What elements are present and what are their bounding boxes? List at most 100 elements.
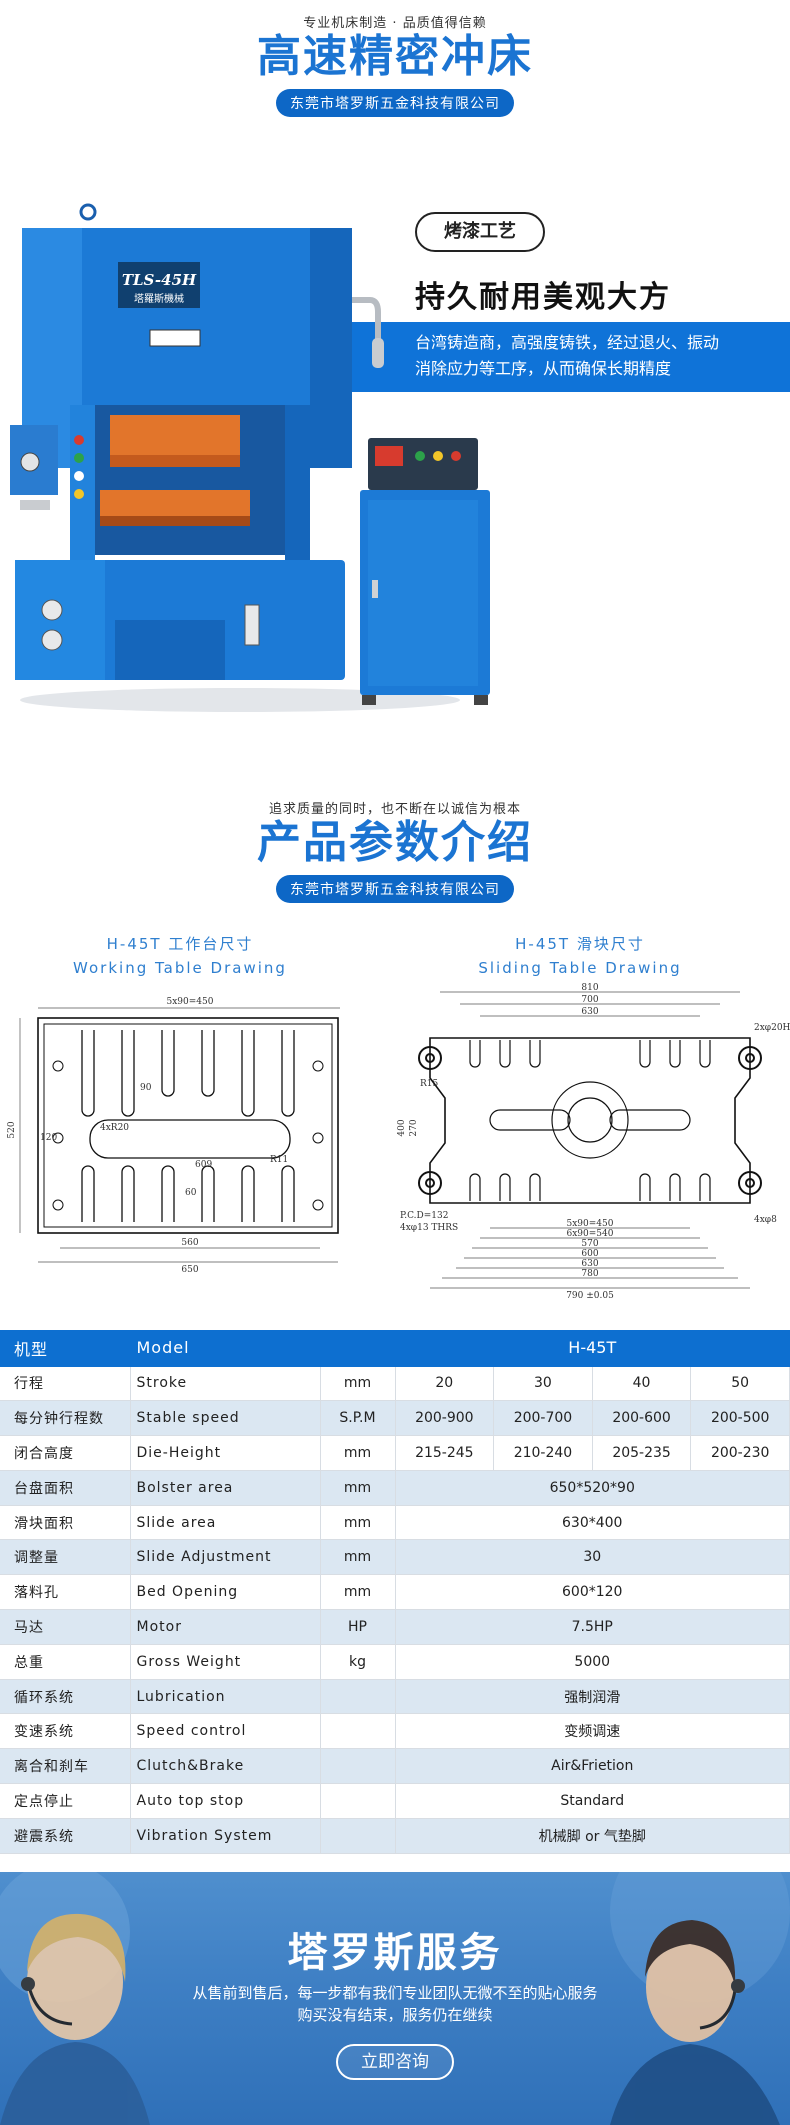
spec-name-en: Bolster area (130, 1470, 321, 1506)
spec-name-en: Gross Weight (130, 1644, 321, 1680)
spec-value: 215-245 (395, 1435, 495, 1471)
service-banner-background (0, 1872, 790, 2125)
drawings-section: H-45T 工作台尺寸 Working Table Drawing H-45T … (0, 920, 790, 1310)
spec-value: Standard (395, 1783, 790, 1819)
spec-value: 机械脚 or 气垫脚 (395, 1818, 790, 1854)
st-dim-b7: 790 ±0.05 (566, 1291, 614, 1301)
service-title: 塔罗斯服务 (287, 1930, 503, 1976)
spec-unit: mm (320, 1574, 396, 1611)
spec-unit: S.P.M (320, 1400, 396, 1437)
spec-name-cn: 变速系统 (0, 1713, 131, 1750)
st-dim-b6: 780 (581, 1269, 598, 1279)
spec-name-cn: 行程 (0, 1366, 131, 1402)
st-dim-b1: 5x90=450 (567, 1219, 614, 1229)
feature-title: 持久耐用美观大方 (415, 280, 671, 315)
wt-dim-r11: R11 (270, 1155, 288, 1165)
spec-value: 200-600 (592, 1400, 692, 1437)
st-dim-left2: 270 (409, 1119, 419, 1136)
spec-name-cn: 滑块面积 (0, 1505, 131, 1541)
params-header: 追求质量的同时，也不断在以诚信为根本 产品参数介绍 东莞市塔罗斯五金科技有限公司 (0, 798, 790, 903)
spec-value: 205-235 (592, 1435, 692, 1471)
sliding-table-heading: H-45T 滑块尺寸 Sliding Table Drawing (450, 932, 710, 980)
spec-name-cn: 循环系统 (0, 1679, 131, 1715)
sliding-table-title-en: Sliding Table Drawing (478, 959, 682, 977)
spec-value: 650*520*90 (395, 1470, 790, 1506)
spec-value: 600*120 (395, 1574, 790, 1611)
st-dim-b4: 600 (581, 1249, 598, 1259)
service-desc-line-2: 购买没有结束，服务仍在继续 (297, 2006, 493, 2024)
st-dim-top1: 810 (581, 983, 598, 993)
params-title: 产品参数介绍 (257, 817, 533, 868)
spec-name-cn: 定点停止 (0, 1783, 131, 1819)
spec-unit: mm (320, 1470, 396, 1506)
spec-name-en: Stroke (130, 1366, 321, 1402)
spec-name-en: Slide area (130, 1505, 321, 1541)
feature-band (320, 322, 790, 392)
spec-name-cn: 总重 (0, 1644, 131, 1680)
press-machine-illustration: TLS-45H 塔羅斯機械 (10, 203, 490, 712)
feature-description: 台湾铸造商，高强度铸铁，经过退火、振动 消除应力等工序，从而确保长期精度 (415, 330, 785, 382)
params-tagline: 追求质量的同时，也不断在以诚信为根本 (268, 802, 521, 817)
wt-dim-120: 120 (40, 1133, 57, 1143)
spec-name-cn: 闭合高度 (0, 1435, 131, 1471)
spec-value: 50 (690, 1366, 790, 1402)
spec-name-en: Speed control (130, 1713, 321, 1750)
wt-dim-bottom1: 560 (181, 1238, 198, 1248)
spec-unit (320, 1783, 396, 1819)
craft-label: 烤漆工艺 (415, 212, 545, 252)
working-table-title-en: Working Table Drawing (73, 959, 287, 977)
wt-dim-bottom2: 650 (181, 1265, 198, 1275)
st-dim-b5: 630 (581, 1259, 598, 1269)
spec-name-cn: 台盘面积 (0, 1470, 131, 1506)
spec-value: 200-230 (690, 1435, 790, 1471)
spec-name-cn: 调整量 (0, 1539, 131, 1576)
spec-name-en: Slide Adjustment (130, 1539, 321, 1576)
spec-name-en: Die-Height (130, 1435, 321, 1471)
spec-name-cn: 落料孔 (0, 1574, 131, 1611)
service-banner: 塔罗斯服务 从售前到售后，每一步都有我们专业团队无微不至的贴心服务 购买没有结束… (0, 1872, 790, 2125)
spec-value: 630*400 (395, 1505, 790, 1541)
spec-name-en: Bed Opening (130, 1574, 321, 1611)
spec-name-cn: 马达 (0, 1609, 131, 1645)
spec-unit (320, 1679, 396, 1715)
intro-tagline: 专业机床制造 · 品质值得信赖 (303, 16, 487, 31)
st-dim-right: 2xφ20H7 (754, 1023, 790, 1033)
spec-unit (320, 1713, 396, 1750)
consult-now-button[interactable]: 立即咨询 (336, 2044, 454, 2080)
spec-unit (320, 1748, 396, 1785)
spec-value: 强制润滑 (395, 1679, 790, 1715)
spec-value: 40 (592, 1366, 692, 1402)
spec-unit: mm (320, 1366, 396, 1402)
spec-unit: mm (320, 1435, 396, 1471)
wt-dim-top: 5x90=450 (167, 997, 214, 1007)
st-dim-top2: 700 (581, 995, 598, 1005)
wt-dim-60: 60 (185, 1188, 197, 1198)
spec-name-en: Stable speed (130, 1400, 321, 1437)
spec-value: 200-900 (395, 1400, 495, 1437)
service-desc-line-1: 从售前到售后，每一步都有我们专业团队无微不至的贴心服务 (192, 1984, 598, 2002)
service-description: 从售前到售后，每一步都有我们专业团队无微不至的贴心服务 购买没有结束，服务仍在继… (0, 1982, 790, 2026)
spec-name-cn: 每分钟行程数 (0, 1400, 131, 1437)
spec-value: 30 (395, 1539, 790, 1576)
wt-dim-609: 609 (195, 1160, 212, 1170)
spec-name-en: Auto top stop (130, 1783, 321, 1819)
feature-desc-line-2: 消除应力等工序，从而确保长期精度 (415, 359, 672, 378)
company-badge: 东莞市塔罗斯五金科技有限公司 (276, 89, 514, 117)
spec-name-en: Clutch&Brake (130, 1748, 321, 1785)
st-dim-holes2: 4xφ13 THRS (400, 1223, 458, 1233)
working-table-heading: H-45T 工作台尺寸 Working Table Drawing (50, 932, 310, 980)
wt-dim-center: 4xR20 (100, 1123, 129, 1133)
spec-table-header: 机型 Model H-45T (0, 1330, 790, 1367)
spec-name-cn: 离合和刹车 (0, 1748, 131, 1785)
